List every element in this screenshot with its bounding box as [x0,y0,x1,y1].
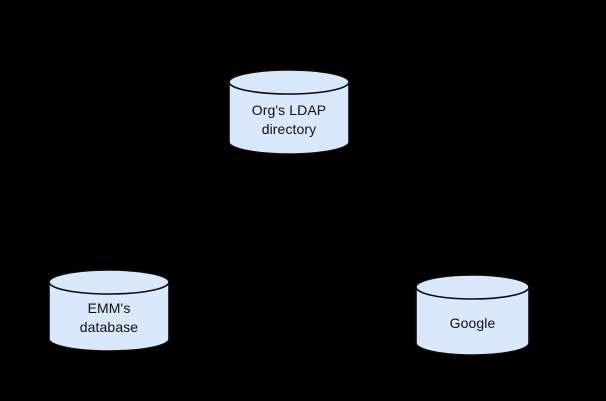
shape-ldap-directory[interactable]: Org's LDAP directory [228,69,350,155]
database-cylinder-icon [48,269,170,352]
shape-emm-database[interactable]: EMM's database [48,269,170,352]
database-cylinder-icon [228,69,350,155]
shape-google[interactable]: Google [415,274,530,356]
database-cylinder-icon [415,274,530,356]
